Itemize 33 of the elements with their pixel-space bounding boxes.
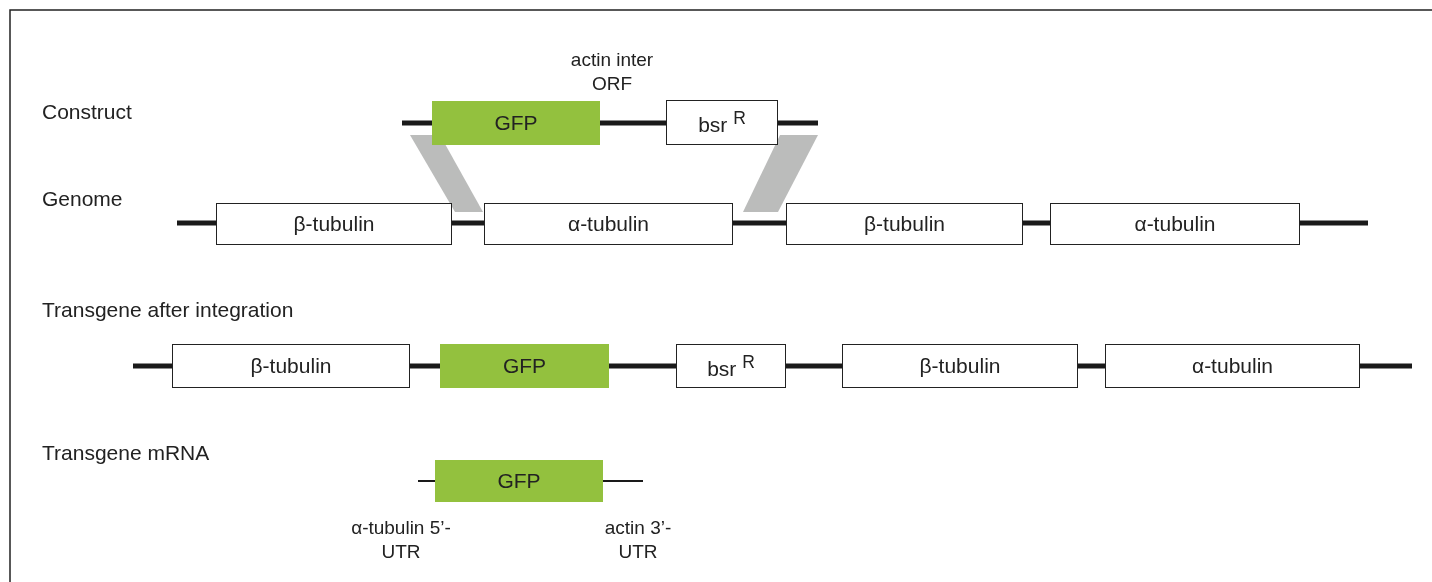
gene-name: β-tubulin (919, 354, 1001, 378)
gene-name: β-tubulin (293, 212, 375, 236)
gene-box (666, 100, 778, 145)
gene-box (432, 101, 600, 145)
utr-label: α-tubulin 5’-UTR (351, 516, 451, 564)
gene-name: GFP (497, 469, 541, 493)
gene-name: GFP (494, 111, 538, 135)
gene-name: bsr $^{R}$ (698, 108, 746, 137)
gene-name: GFP (502, 354, 547, 378)
gene-name: α-tubulin (1134, 212, 1216, 236)
gene-box (484, 203, 733, 245)
gene-name: β-tubulin (864, 212, 945, 236)
row-label: Construct (42, 100, 133, 124)
gene-box (440, 344, 609, 388)
gene-box (216, 203, 452, 245)
gene-box (676, 344, 786, 388)
homology-band (410, 135, 483, 212)
gene-box (1050, 203, 1300, 245)
gene-box (435, 460, 603, 502)
gene-name: α-tubulin (568, 212, 649, 236)
row-label: Transgene after integration (42, 298, 295, 322)
gene-name: α-tubulin (1192, 354, 1273, 378)
gene-name: β-tubulin (250, 354, 332, 378)
gene-box (786, 203, 1023, 245)
row-label: Genome (42, 187, 124, 211)
homology-band (743, 135, 818, 212)
gene-box (1105, 344, 1360, 388)
row-label: Transgene mRNA (42, 441, 211, 465)
utr-label: actin 3’-UTR (603, 516, 673, 564)
gene-box (172, 344, 410, 388)
region-label: actin inter ORF (569, 48, 655, 96)
gene-name: bsr $^{R}$ (707, 351, 755, 381)
gene-box (842, 344, 1078, 388)
